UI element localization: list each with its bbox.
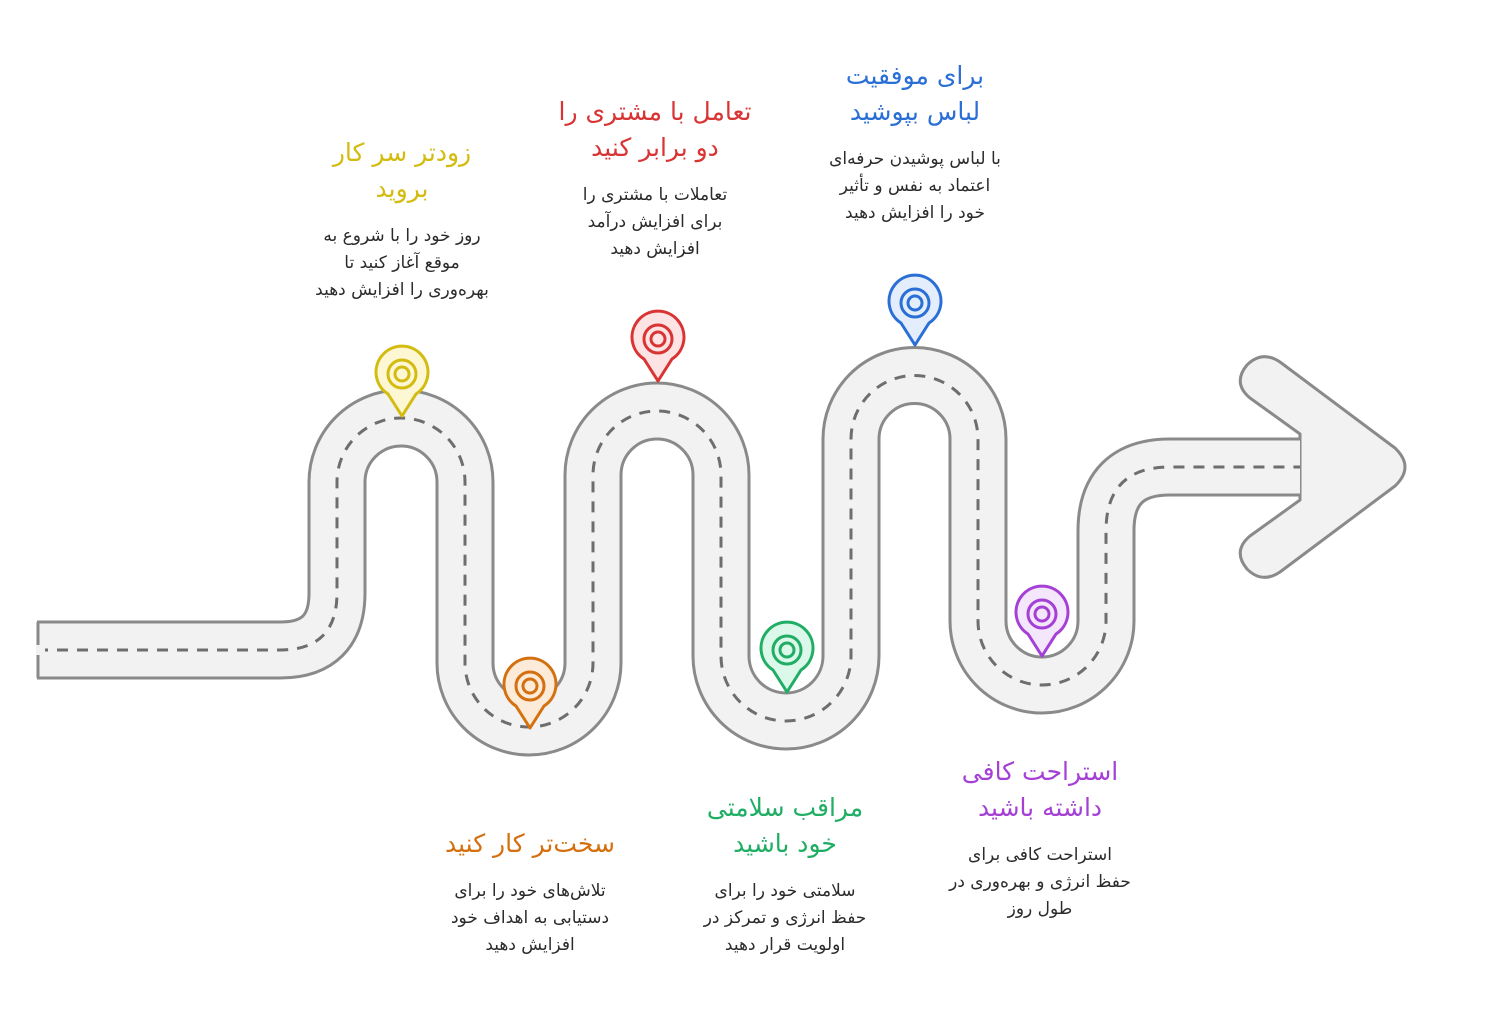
milestone-description: استراحت کافی برای حفظ انرژی و بهره‌وری د… (949, 845, 1131, 919)
milestone-description: با لباس پوشیدن حرفه‌ای اعتماد به نفس و ت… (829, 149, 1001, 223)
milestone-description: تلاش‌های خود را برای دستیابی به اهداف خو… (450, 881, 610, 955)
milestone-title: برای موفقیت لباس بپوشید (845, 61, 985, 126)
milestone-dress-success: برای موفقیت لباس بپوشید با لباس پوشیدن ح… (780, 58, 1050, 227)
milestone-description: سلامتی خود را برای حفظ انرژی و تمرکز در … (703, 881, 867, 955)
milestone-health: مراقب سلامتی خود باشید سلامتی خود را برا… (660, 790, 910, 959)
pin-icon-health (759, 620, 815, 694)
milestone-title: استراحت کافی داشته باشید (961, 757, 1119, 822)
milestone-title: زودتر سر کار بروید (332, 138, 472, 203)
milestone-rest: استراحت کافی داشته باشید استراحت کافی بر… (905, 754, 1175, 923)
pin-icon-dress-success (887, 273, 943, 347)
pin-icon-rest (1014, 584, 1070, 658)
milestone-double-engagement: تعامل با مشتری را دو برابر کنید تعاملات … (520, 94, 790, 263)
milestone-title: تعامل با مشتری را دو برابر کنید (558, 97, 752, 162)
pin-icon-work-harder (502, 656, 558, 730)
milestone-start-early: زودتر سر کار بروید روز خود را با شروع به… (272, 135, 532, 304)
milestone-description: روز خود را با شروع به موقع آغاز کنید تا … (315, 226, 489, 300)
milestone-title: سخت‌تر کار کنید (445, 829, 615, 858)
arrow-head (1238, 355, 1407, 579)
milestone-description: تعاملات با مشتری را برای افزایش درآمد اف… (582, 185, 728, 259)
pin-icon-double-engagement (630, 309, 686, 383)
milestone-work-harder: سخت‌تر کار کنید تلاش‌های خود را برای دست… (400, 826, 660, 959)
pin-icon-start-early (374, 344, 430, 418)
milestone-title: مراقب سلامتی خود باشید (706, 793, 864, 858)
road (37, 355, 1407, 727)
